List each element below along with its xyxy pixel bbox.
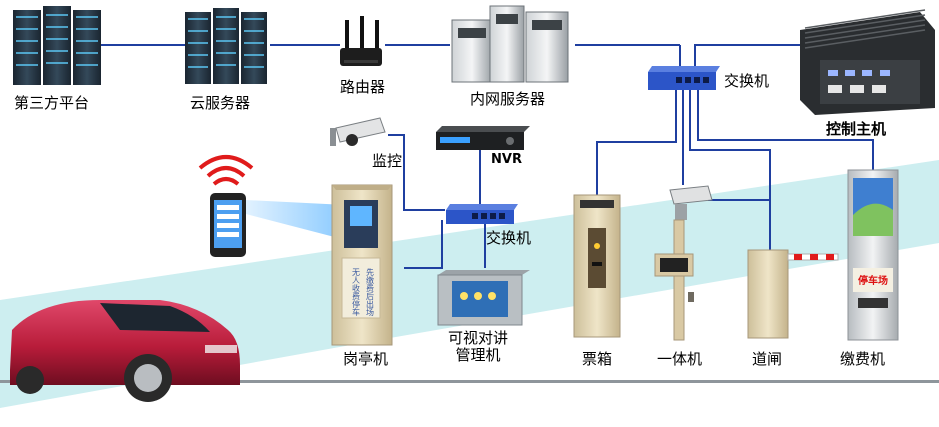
label-switch-top: 交换机 <box>724 72 770 90</box>
switch-mid-icon <box>446 204 518 224</box>
label-barrier-gate: 道闸 <box>752 350 783 368</box>
scan-beam <box>246 200 346 240</box>
label-control-host: 控制主机 <box>826 120 887 138</box>
cloud-server-rack-icon <box>185 8 267 84</box>
label-booth-machine: 岗亭机 <box>343 350 389 368</box>
label-nvr: NVR <box>491 152 522 167</box>
router-icon <box>340 16 382 66</box>
nvr-icon <box>436 126 530 150</box>
third-party-rack-icon <box>13 6 101 85</box>
road-line <box>0 380 939 383</box>
payment-machine-icon <box>847 169 899 341</box>
all-in-one-icon <box>654 185 713 341</box>
label-monitor: 监控 <box>372 152 403 170</box>
network-links <box>100 44 874 269</box>
smartphone-icon <box>198 155 254 257</box>
label-ticket-box: 票箱 <box>582 350 613 368</box>
label-intranet-server: 内网服务器 <box>470 90 546 108</box>
surveillance-camera-icon <box>330 117 386 146</box>
ticket-box-icon <box>573 194 621 338</box>
kiosk-screen-text: 停车场 <box>858 274 888 287</box>
label-payment-machine: 缴费机 <box>840 350 886 368</box>
label-third-party-platform: 第三方平台 <box>14 94 90 112</box>
label-all-in-one: 一体机 <box>657 350 703 368</box>
label-switch-mid: 交换机 <box>486 229 532 247</box>
car-icon <box>10 300 240 402</box>
booth-panel-text-col2: 先缴费后出场 <box>366 267 375 317</box>
label-intercom-manager-line1: 可视对讲 <box>448 329 509 347</box>
label-cloud-server: 云服务器 <box>190 94 251 112</box>
switch-top-icon <box>648 66 720 90</box>
label-router: 路由器 <box>340 78 386 96</box>
booth-machine-icon <box>331 184 393 346</box>
barrier-gate-icon <box>747 249 839 339</box>
intercom-manager-icon <box>437 270 530 326</box>
booth-panel-text-col1: 无人收费停车 <box>352 268 361 317</box>
control-host-icon <box>800 9 935 115</box>
intranet-server-icon <box>451 5 569 83</box>
label-intercom-manager-line2: 管理机 <box>455 346 501 364</box>
label-intercom-manager: 可视对讲 管理机 <box>448 330 508 364</box>
